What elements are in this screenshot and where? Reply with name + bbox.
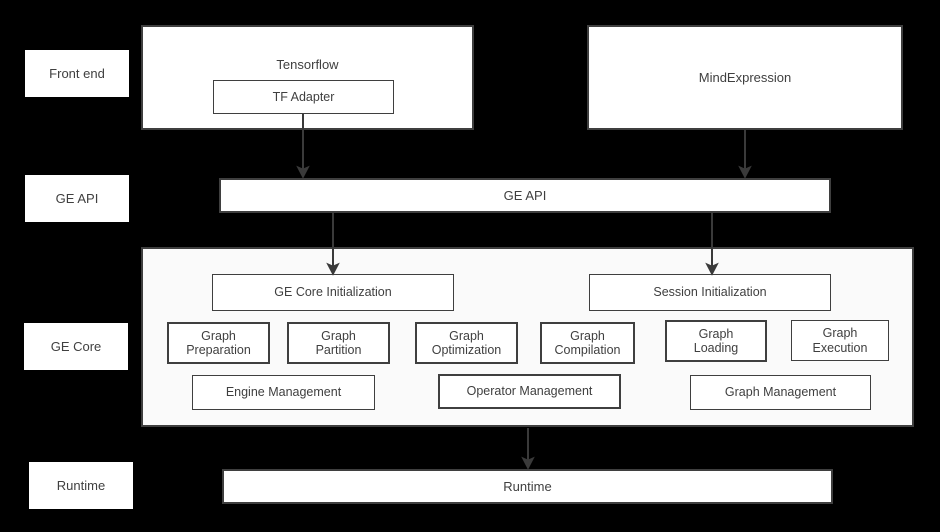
session-initialization-label: Session Initialization (653, 285, 767, 300)
operator-management-label: Operator Management (466, 384, 593, 399)
graph-compilation-box[interactable]: Graph Compilation (540, 322, 635, 364)
stage-label-ge-core: GE Core (24, 323, 128, 370)
stage-label-ge-api-text: GE API (55, 190, 99, 206)
ge-api-bar-label: GE API (503, 187, 547, 203)
stage-label-runtime: Runtime (29, 462, 133, 509)
stage-label-runtime-text: Runtime (56, 477, 106, 493)
ge-api-bar[interactable]: GE API (219, 178, 831, 213)
stage-label-ge-api: GE API (25, 175, 129, 222)
stage-label-front-end: Front end (25, 50, 129, 97)
engine-management-box[interactable]: Engine Management (192, 375, 375, 410)
graph-loading-label: Graph Loading (693, 326, 739, 356)
mindexpression-label: MindExpression (698, 69, 792, 85)
ge-core-initialization-box[interactable]: GE Core Initialization (212, 274, 454, 311)
graph-execution-label: Graph Execution (812, 326, 868, 355)
operator-management-box[interactable]: Operator Management (438, 374, 621, 409)
engine-management-label: Engine Management (225, 385, 342, 400)
graph-management-box[interactable]: Graph Management (690, 375, 871, 410)
graph-loading-box[interactable]: Graph Loading (665, 320, 767, 362)
stage-label-front-end-text: Front end (49, 65, 105, 81)
tensorflow-label: Tensorflow (276, 57, 339, 72)
graph-preparation-label: Graph Preparation (186, 328, 251, 358)
runtime-bar[interactable]: Runtime (222, 469, 833, 504)
graph-optimization-label: Graph Optimization (431, 328, 502, 358)
tf-adapter-box[interactable]: TF Adapter (213, 80, 394, 114)
ge-core-initialization-label: GE Core Initialization (274, 285, 392, 300)
graph-preparation-box[interactable]: Graph Preparation (167, 322, 270, 364)
graph-partition-box[interactable]: Graph Partition (287, 322, 390, 364)
graph-compilation-label: Graph Compilation (554, 328, 621, 358)
stage-label-ge-core-text: GE Core (50, 338, 102, 354)
tf-adapter-label: TF Adapter (272, 89, 335, 104)
runtime-bar-label: Runtime (503, 478, 552, 494)
mindexpression-frame[interactable]: MindExpression (587, 25, 903, 130)
graph-execution-box[interactable]: Graph Execution (791, 320, 889, 361)
graph-management-label: Graph Management (724, 385, 837, 400)
graph-partition-label: Graph Partition (315, 328, 362, 358)
graph-optimization-box[interactable]: Graph Optimization (415, 322, 518, 364)
session-initialization-box[interactable]: Session Initialization (589, 274, 831, 311)
tensorflow-frame[interactable]: Tensorflow (141, 25, 474, 130)
